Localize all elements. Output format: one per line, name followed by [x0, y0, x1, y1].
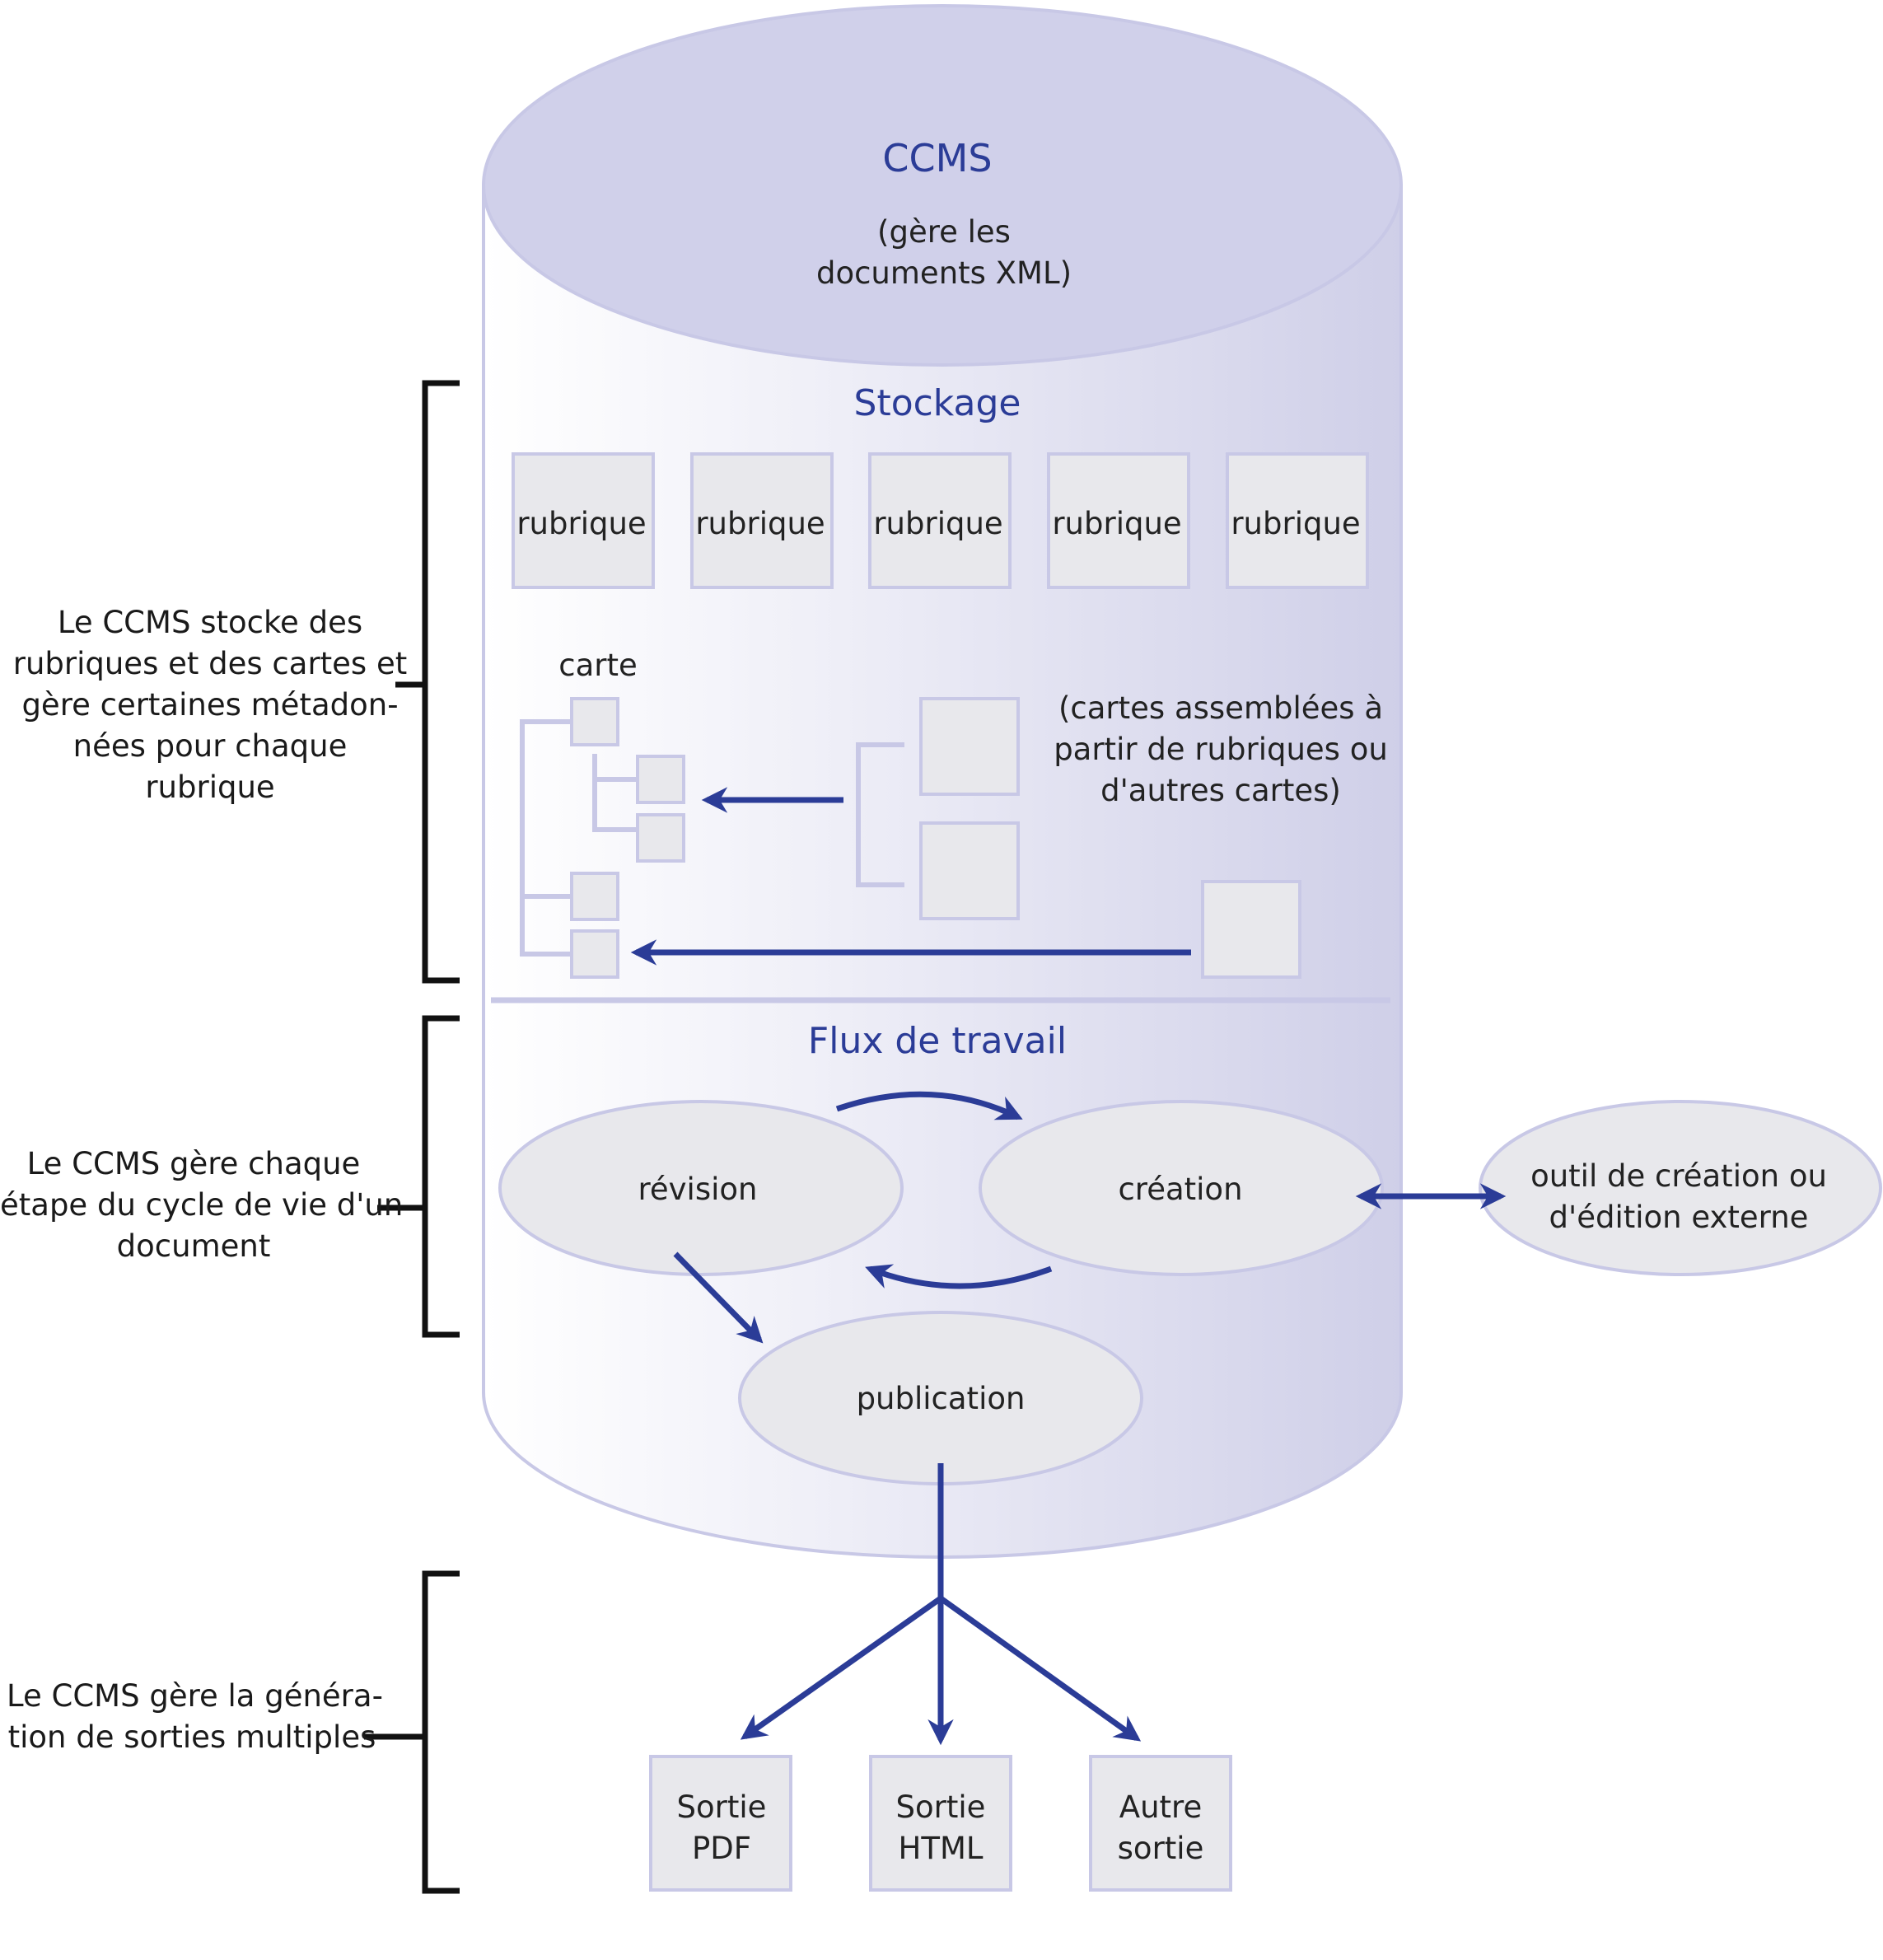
source-topic-box — [919, 697, 1020, 796]
output-pdf-line-2: PDF — [692, 1831, 751, 1866]
topic-label: rubrique — [1052, 506, 1181, 541]
arrow-to-other-output — [938, 1596, 1142, 1742]
creation-label: création — [1118, 1172, 1242, 1207]
output-annotation-line: tion de sorties multiples — [7, 1719, 376, 1755]
topic-box: rubrique — [868, 452, 1012, 589]
output-box-other: Autre sortie — [1089, 1755, 1232, 1892]
topic-label: rubrique — [695, 506, 825, 541]
output-bracket — [422, 1570, 460, 1894]
storage-annotation: Le CCMS stocke des rubriques et des cart… — [8, 602, 412, 808]
map-node — [570, 929, 619, 979]
workflow-bracket — [422, 1015, 460, 1338]
arrow-review-to-publication — [673, 1251, 764, 1344]
map-node — [636, 755, 685, 804]
publication-node: publication — [738, 1311, 1143, 1485]
map-node — [570, 697, 619, 746]
map-node — [570, 872, 619, 921]
topic-label: rubrique — [873, 506, 1002, 541]
storage-annotation-line: Le CCMS stocke des — [57, 605, 363, 640]
output-html-line-2: HTML — [899, 1831, 984, 1866]
cylinder-top — [482, 4, 1403, 367]
output-other-line-2: sortie — [1118, 1831, 1204, 1866]
map-assembly-arrows — [630, 787, 1191, 966]
map-node — [636, 813, 685, 863]
review-label: révision — [638, 1172, 758, 1207]
storage-title: Stockage — [854, 382, 1021, 424]
workflow-annotation-line: étape du cycle de vie d'un — [0, 1187, 404, 1223]
workflow-annotation-line: document — [116, 1228, 271, 1264]
storage-annotation-line: rubrique — [145, 769, 275, 805]
output-box-pdf: Sortie PDF — [649, 1755, 792, 1892]
topic-box: rubrique — [690, 452, 834, 589]
storage-annotation-line: nées pour chaque — [72, 728, 348, 764]
storage-annotation-line: gère certaines métadon- — [21, 687, 399, 723]
workflow-title: Flux de travail — [808, 1020, 1067, 1062]
arrow-creation-to-review — [865, 1264, 1053, 1289]
output-annotation: Le CCMS gère la généra- tion de sorties … — [7, 1676, 383, 1758]
output-html-line-1: Sortie — [896, 1789, 986, 1825]
map-source-bracket — [856, 742, 904, 887]
map-tree-connector — [520, 719, 570, 957]
output-other-line-1: Autre — [1119, 1789, 1202, 1825]
map-note-line-3: d'autres cartes) — [1100, 773, 1341, 808]
arrow-to-pdf-output — [740, 1596, 943, 1740]
ccms-subtitle-line-1: (gère les — [877, 214, 1011, 250]
topic-label: rubrique — [1231, 506, 1360, 541]
source-topic-box — [919, 821, 1020, 920]
output-arrows — [740, 1463, 1142, 1746]
map-nodes — [570, 697, 1301, 979]
topic-box: rubrique — [1047, 452, 1190, 589]
publication-label: publication — [857, 1381, 1026, 1416]
storage-bracket — [422, 380, 460, 984]
topic-box: rubrique — [512, 452, 655, 589]
storage-annotation-line: rubriques et des cartes et — [12, 646, 408, 681]
topic-box: rubrique — [1226, 452, 1369, 589]
map-note-line-2: partir de rubriques ou — [1054, 732, 1388, 767]
external-tool-node: outil de création ou d'édition externe — [1479, 1100, 1882, 1276]
map-note-line-1: (cartes assemblées à — [1058, 690, 1383, 726]
map-label: carte — [558, 648, 638, 683]
ccms-subtitle-line-2: documents XML) — [816, 255, 1072, 291]
topic-label: rubrique — [516, 506, 646, 541]
map-tree — [520, 719, 904, 957]
source-topic-box — [1201, 880, 1301, 979]
ccms-title: CCMS — [882, 136, 992, 180]
creation-node: création — [979, 1100, 1384, 1276]
workflow-annotation: Le CCMS gère chaque étape du cycle de vi… — [0, 1144, 404, 1267]
external-tool-line-2: d'édition externe — [1549, 1200, 1809, 1235]
output-annotation-line: Le CCMS gère la généra- — [7, 1678, 383, 1714]
workflow-annotation-line: Le CCMS gère chaque — [26, 1146, 361, 1181]
output-pdf-line-1: Sortie — [677, 1789, 767, 1825]
topic-row: rubrique rubrique rubrique rubrique rubr… — [512, 452, 1369, 589]
workflow-arrows — [673, 1091, 1507, 1344]
output-box-html: Sortie HTML — [869, 1755, 1012, 1892]
review-node: révision — [498, 1100, 904, 1276]
annotation-brackets — [364, 380, 460, 1894]
external-tool-line-1: outil de création ou — [1530, 1158, 1827, 1194]
arrow-review-to-creation — [835, 1091, 1023, 1120]
